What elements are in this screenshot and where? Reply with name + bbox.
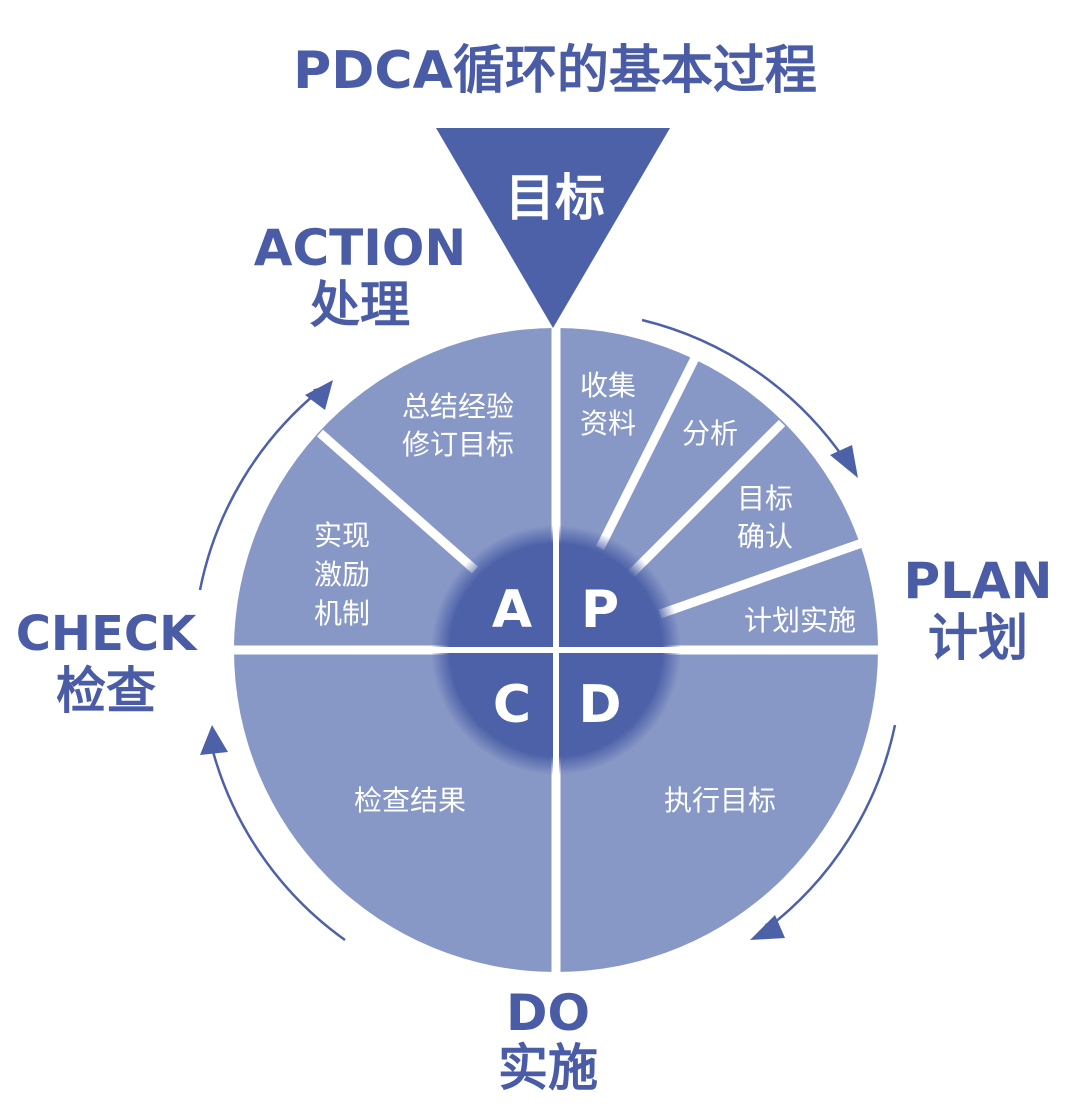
letter-a: A [492,580,532,640]
seg-summary-1: 总结经验 [402,390,514,423]
letter-d: D [578,675,621,735]
phase-action-zh: 处理 [310,276,410,334]
arrow-check-icon [206,735,346,942]
seg-incentive-3: 机制 [314,597,370,630]
phase-check-en: CHECK [16,606,198,662]
seg-confirm-2: 确认 [737,520,793,553]
phase-plan-en: PLAN [903,552,1052,610]
phase-do-en: DO [506,984,590,1042]
seg-do-goal: 执行目标 [664,784,776,817]
seg-collect-2: 资料 [580,407,636,440]
phase-plan-zh: 计划 [928,609,1028,667]
goal-label: 目标 [505,169,605,227]
phase-check-zh: 检查 [56,662,156,720]
letter-p: P [581,580,619,640]
arrow-do-icon [761,724,897,934]
phase-do-zh: 实施 [498,1039,598,1097]
arrow-plan-icon [641,318,848,465]
letter-c: C [493,675,531,735]
seg-plan-impl: 计划实施 [744,604,856,637]
seg-incentive-2: 激励 [314,558,370,591]
seg-analyze: 分析 [682,417,738,450]
page-title: PDCA循环的基本过程 [293,41,817,101]
seg-incentive-1: 实现 [314,519,370,552]
phase-action-en: ACTION [254,219,466,277]
seg-confirm-1: 目标 [737,482,793,515]
arrow-action-icon [198,386,324,591]
goal-triangle [436,128,670,328]
seg-check-result: 检查结果 [354,784,466,817]
seg-summary-2: 修订目标 [402,428,514,461]
seg-collect-1: 收集 [580,369,636,402]
